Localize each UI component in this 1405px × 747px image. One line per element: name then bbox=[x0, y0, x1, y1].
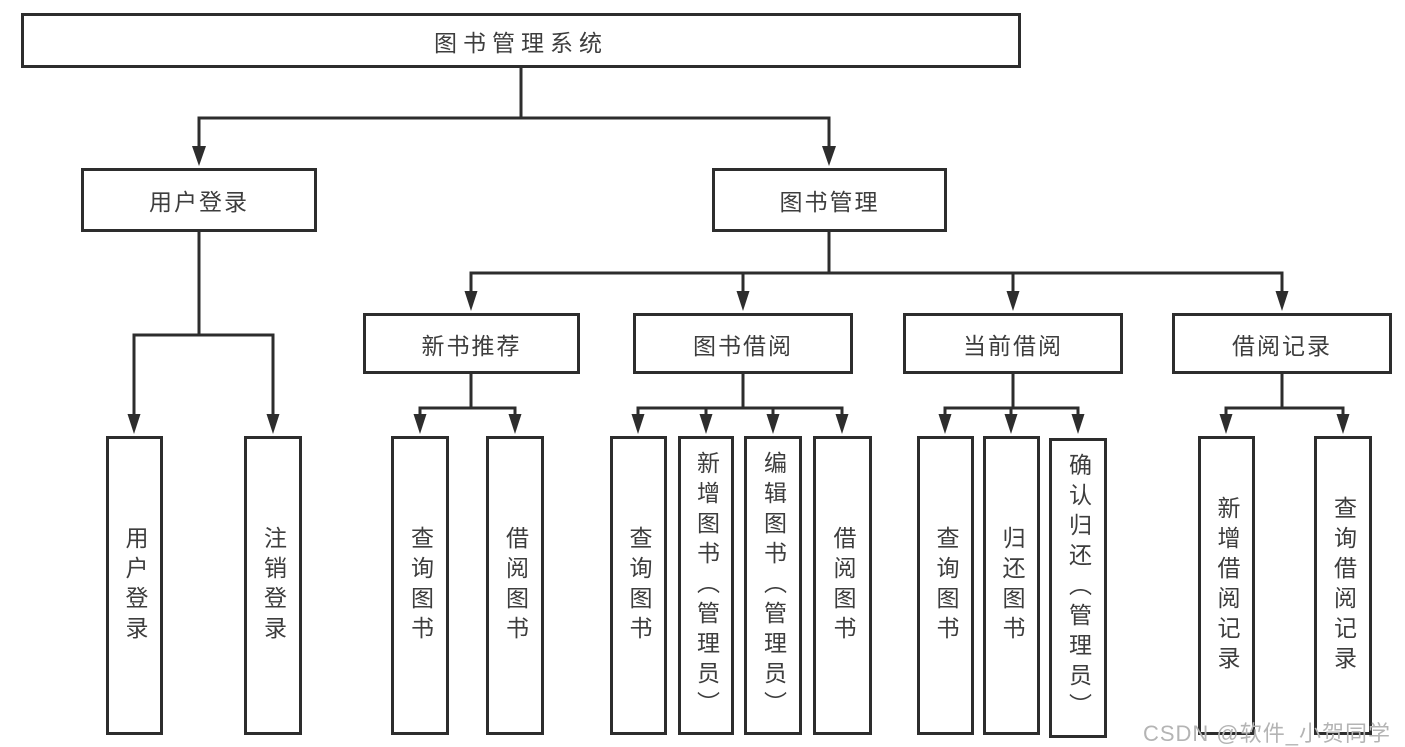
leaf-add-borrow-record-label: 新增借阅记录 bbox=[1214, 495, 1240, 676]
node-current-borrowing: 当前借阅 bbox=[903, 313, 1123, 374]
leaf-logout: 注销登录 bbox=[244, 436, 302, 735]
node-user-login-label: 用户登录 bbox=[149, 189, 249, 215]
leaf-logout-label: 注销登录 bbox=[260, 525, 287, 646]
leaf-user-login-label: 用户登录 bbox=[122, 525, 148, 646]
leaf-confirm-return-admin-label: 确认归还（管理员） bbox=[1065, 453, 1092, 723]
leaf-user-login: 用户登录 bbox=[106, 436, 163, 735]
leaf-query-borrow-record: 查询借阅记录 bbox=[1314, 436, 1372, 735]
leaf-return-book: 归还图书 bbox=[983, 436, 1040, 735]
leaf-borrow-books-label: 借阅图书 bbox=[830, 525, 856, 646]
leaf-query-books-current-label: 查询图书 bbox=[933, 525, 959, 646]
node-root-label: 图书管理系统 bbox=[434, 29, 608, 56]
node-root: 图书管理系统 bbox=[21, 13, 1021, 68]
node-book-management: 图书管理 bbox=[712, 168, 947, 232]
leaf-query-books-borrowing: 查询图书 bbox=[610, 436, 667, 735]
leaf-confirm-return-admin: 确认归还（管理员） bbox=[1049, 438, 1107, 738]
leaf-add-book-admin: 新增图书（管理员） bbox=[678, 436, 734, 735]
leaf-add-book-admin-label: 新增图书（管理员） bbox=[693, 450, 720, 721]
node-user-login: 用户登录 bbox=[81, 168, 317, 232]
leaf-query-borrow-record-label: 查询借阅记录 bbox=[1330, 495, 1357, 676]
leaf-query-books-recommend: 查询图书 bbox=[391, 436, 449, 735]
leaf-borrow-books: 借阅图书 bbox=[813, 436, 872, 735]
node-book-management-label: 图书管理 bbox=[779, 189, 880, 215]
leaf-return-book-label: 归还图书 bbox=[999, 525, 1025, 646]
node-new-book-recommend: 新书推荐 bbox=[363, 313, 580, 374]
leaf-query-books-borrowing-label: 查询图书 bbox=[626, 525, 652, 646]
leaf-add-borrow-record: 新增借阅记录 bbox=[1198, 436, 1255, 735]
leaf-query-books-current: 查询图书 bbox=[917, 436, 974, 735]
leaf-edit-book-admin-label: 编辑图书（管理员） bbox=[760, 450, 787, 721]
node-borrowing-records-label: 借阅记录 bbox=[1232, 332, 1332, 359]
leaf-borrow-books-recommend: 借阅图书 bbox=[486, 436, 544, 735]
leaf-borrow-books-recommend-label: 借阅图书 bbox=[502, 525, 529, 646]
watermark: CSDN @软件_小贺同学 bbox=[1142, 721, 1391, 746]
leaf-edit-book-admin: 编辑图书（管理员） bbox=[744, 436, 802, 735]
node-new-book-recommend-label: 新书推荐 bbox=[421, 332, 522, 359]
leaf-query-books-recommend-label: 查询图书 bbox=[407, 525, 434, 646]
node-book-borrowing-label: 图书借阅 bbox=[693, 332, 793, 359]
node-current-borrowing-label: 当前借阅 bbox=[963, 332, 1063, 359]
node-book-borrowing: 图书借阅 bbox=[633, 313, 853, 374]
node-borrowing-records: 借阅记录 bbox=[1172, 313, 1392, 374]
